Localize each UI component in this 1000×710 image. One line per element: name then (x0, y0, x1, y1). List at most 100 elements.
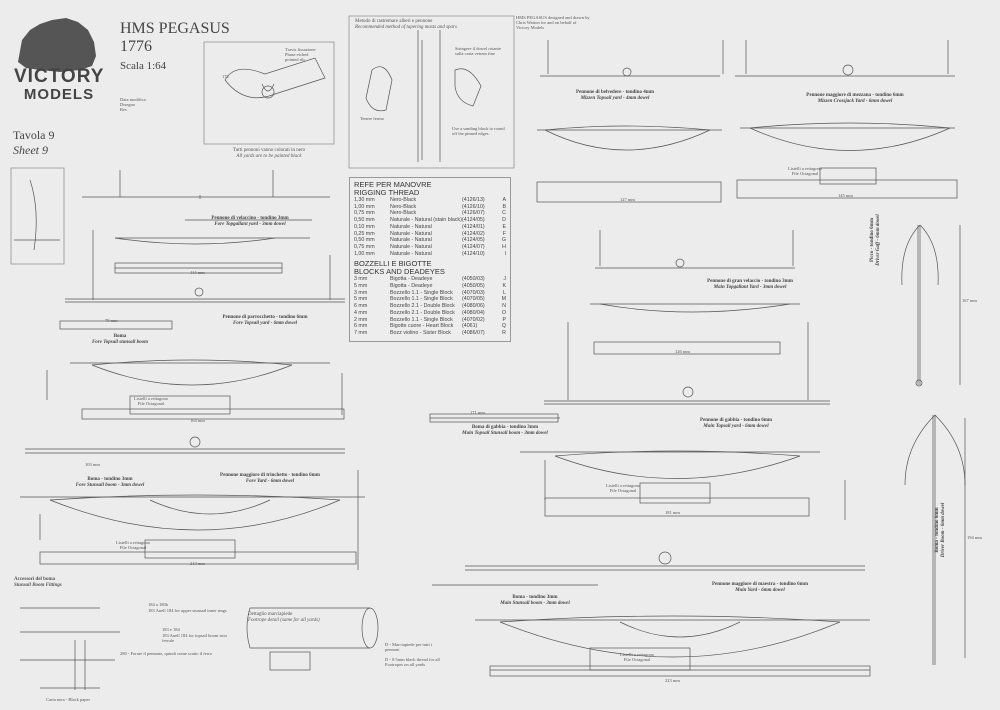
accessory-footer: Carta nera - Black paper (46, 697, 90, 702)
sheet-number-en: Sheet 9 (13, 143, 48, 157)
yard-label-it: Pennone di parrocchetto - tondino 6mm (222, 315, 308, 320)
yard-label-it: Pennone di gabbia - tondino 6mm (699, 418, 773, 423)
thread-row-cell: Naturale - Natural (390, 243, 432, 250)
logo-emblem (18, 18, 96, 72)
tapering-note-1: Stringere il dowel rotante sulla carta v… (455, 46, 501, 56)
yard-label-en: Fore Topsail stunsail boom (91, 340, 149, 345)
yard-label-en: Driver Gaff - 6mm dowel (876, 214, 881, 266)
info-line: Disegno (120, 102, 135, 107)
thread-row-cell: (4124/05) (462, 217, 485, 224)
dim-label: 164 mm (190, 418, 205, 423)
octagonal-note-en: File Octagonal (623, 657, 651, 662)
thread-row-cell: (4124/01) (462, 223, 485, 230)
thread-row-cell: (4126/10) (462, 203, 485, 210)
copyright-line: Victory Models (516, 25, 545, 30)
thread-row-cell: Nero-Black (390, 203, 417, 210)
dim-label: 167 mm (962, 298, 977, 303)
yard-label-it: Pennone di belvedere - tondino 4mm (575, 90, 655, 95)
yard-label-it: Pennone di velaccino - tondino 3mm (211, 216, 289, 221)
copyright-line: Chris Watton for and on behalf of (516, 20, 577, 25)
octagonal-note-en: File Octagonal (137, 401, 165, 406)
yard-label-en: Main Yard - 6mm dowel (735, 588, 785, 593)
octagonal-note-it: Listelli a rettagono (134, 396, 168, 401)
brand-line-1: VICTORY (14, 66, 105, 87)
yard-label-main-topsail: Pennone di gabbia - tondino 6mm Main Top… (676, 418, 796, 430)
yard-label-main-topsail-boom: Boma di gabbia - tondino 3mm Main Topsai… (445, 425, 565, 437)
dim-label: 181 mm (665, 510, 680, 515)
block-row-cell: K (502, 283, 506, 290)
yard-label-en: Main Topsail yard - 6mm dowel (703, 424, 769, 429)
accessory-note: 183 Anell 184 for topsail boom iron ferr… (162, 633, 227, 643)
octagonal-note-en: File Octagonal (609, 488, 637, 493)
thread-row-cell: E (502, 223, 506, 230)
yard-label-it: Pennone maggiore di trinchetto - tondino… (220, 473, 320, 478)
block-row-cell: Bozzello 1.1 - Single Block (390, 296, 453, 303)
yard-label-mizzen-crossjack: Pennone maggiore di mezzana - tondino 6m… (785, 93, 925, 105)
octagonal-note: Listelli a rettagono File Octagonal (598, 483, 648, 493)
yard-label-en: Main Topsail Stunsail boom - 3mm dowel (462, 431, 548, 436)
block-row-cell: 5 mm (354, 283, 368, 290)
painting-caption-en: All yards are to be painted black (236, 154, 302, 159)
block-row-cell: Bigotta - Deadeye (390, 276, 433, 283)
block-row-cell: Bozzello 1.1 - Single Block (390, 316, 453, 323)
block-row-cell: P (502, 316, 506, 323)
blocks-title-it: BOZZELLI E BIGOTTE (354, 259, 432, 269)
thread-row-cell: 1,30 mm (354, 197, 375, 203)
thread-row-cell: Naturale - Natural (390, 250, 432, 257)
dim-label: 127 mm (620, 197, 635, 202)
block-row-cell: 3 mm (354, 289, 368, 296)
painting-caption: Tutti pennoni vanno colorati in nero All… (204, 148, 334, 160)
thread-row-cell: (4124/05) (462, 237, 485, 244)
brand-line-2: MODELS (23, 86, 95, 103)
dim-label: 126 mm (675, 349, 690, 354)
yard-label-driver-gaff: Picco - tondino 6mm Driver Gaff - 6mm do… (870, 180, 882, 300)
thread-row-cell: A (502, 197, 506, 203)
painting-note: Travis fissazione Phase etched pointed r… (285, 47, 329, 62)
thread-row-cell: Nero-Black (390, 210, 417, 217)
ship-year: 1776 (120, 38, 152, 55)
yard-label-it: Boma - tondino 3mm (512, 595, 558, 600)
block-row-cell: Bozzello 2.1 - Double Block (390, 309, 455, 316)
thread-row-cell: Naturale - Natural (390, 237, 432, 244)
block-row-cell: (4070/02) (462, 316, 485, 323)
copyright-note: HMS PEGASUS designed and drawn by Chris … (516, 15, 596, 30)
sheet-number-it: Tavola 9 (13, 128, 55, 142)
yard-label-main-topgallant: Pennone di gran velaccio - tondino 3mm M… (690, 279, 810, 291)
yard-label-main-yard: Pennone maggiore di maestra - tondino 6m… (695, 582, 825, 594)
block-row-cell: 5 mm (354, 296, 368, 303)
thread-row-cell: C (502, 210, 506, 217)
footrope-title-it: Dettaglio marciapiede (248, 612, 293, 617)
thread-row-cell: Nero-Black (390, 197, 417, 203)
octagonal-note: Listelli a rettagono File Octagonal (780, 166, 830, 176)
block-row-cell: (4080/04) (462, 309, 485, 316)
block-row-cell: 2 mm (354, 316, 368, 323)
yard-label-it: Boma - tondino 3mm (87, 477, 133, 482)
accessories-title-en: Stunsail Boom Fittings (14, 583, 62, 588)
ship-name: HMS PEGASUS (120, 20, 230, 37)
footrope-note: D - 0.5mm black thread for all Footropes… (385, 657, 440, 667)
thread-title-en: RIGGING THREAD (354, 188, 420, 197)
info-line: Data modifica (120, 97, 146, 102)
yard-label-fore-stunsail: Boma - tondino 3mm Fore Stunsail boom - … (55, 477, 165, 489)
thread-title-it: REFE PER MANOVRE (354, 180, 432, 189)
block-row-cell: Bigotte cuore - Heart Block (390, 323, 454, 330)
block-row-cell: 6 mm (354, 323, 368, 330)
dim-label: 171 mm (470, 410, 485, 415)
thread-row-cell: (4124/10) (462, 250, 485, 257)
octagonal-note-en: File Octagonal (119, 545, 147, 550)
thread-row-cell: 0,50 mm (354, 217, 375, 224)
yard-label-en: Main Topgallant Yard - 3mm dowel (713, 285, 787, 290)
yard-label-fore-topsail-boom: Boma Fore Topsail stunsail boom (65, 334, 175, 346)
block-row-cell: O (501, 309, 506, 316)
rigging-thread-table: REFE PER MANOVRE RIGGING THREAD 1,30 mm N… (349, 177, 511, 342)
thread-row-cell: (4126/07) (462, 210, 485, 217)
octagonal-note: Listelli a rettagono File Octagonal (108, 540, 158, 550)
